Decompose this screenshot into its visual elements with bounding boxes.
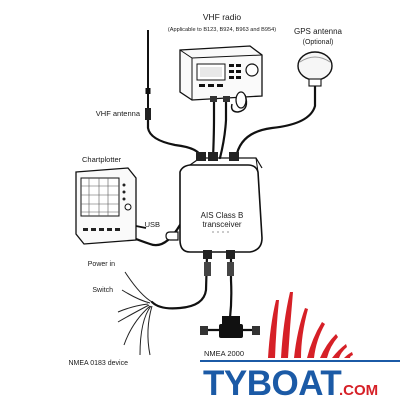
logo-sail-icon — [268, 292, 353, 358]
main-harness-cable — [150, 253, 209, 310]
gps-antenna-cable — [234, 78, 317, 160]
usb-label: USB — [145, 220, 160, 229]
chartplotter-grid — [81, 178, 119, 216]
logo-suffix: .COM — [339, 382, 378, 399]
ais-transceiver — [179, 157, 263, 253]
vhf-antenna — [145, 30, 151, 120]
nmea2000-drop-cable — [228, 253, 233, 320]
switch-label: Switch — [92, 287, 113, 294]
power-in-label: Power in — [88, 261, 115, 268]
chartplotter-bottom-buttons — [83, 228, 120, 231]
vhf-antenna-cable — [146, 116, 203, 160]
radio-mic-cord — [230, 94, 248, 113]
radio-buttons — [199, 64, 241, 87]
radio-cable-left — [211, 96, 216, 160]
chartplotter-side-buttons — [122, 183, 132, 211]
radio-knob — [245, 63, 259, 77]
nmea0183-label: NMEA 0183 device — [68, 360, 128, 367]
logo-underline — [200, 360, 400, 362]
transceiver-top-connectors — [196, 152, 239, 161]
radio-mic — [235, 91, 247, 109]
gps-antenna-note: (Optional) — [303, 39, 334, 46]
transceiver-dots — [212, 231, 229, 233]
nmea2000-label: NMEA 2000 — [204, 349, 244, 358]
vhf-radio-note: (Applicable to B123, B924, B963 and B954… — [168, 27, 276, 33]
logo-text: TYBOAT — [203, 364, 341, 400]
vhf-radio-label: VHF radio — [203, 12, 242, 22]
transceiver-label-line1: AIS Class B — [201, 211, 244, 220]
gps-antenna — [297, 51, 333, 87]
nmea2000-tpiece — [200, 316, 260, 338]
radio-cable-right — [218, 96, 228, 160]
gps-antenna-label: GPS antenna — [294, 27, 343, 36]
chartplotter — [75, 167, 147, 245]
transceiver-bottom-connectors — [203, 250, 235, 276]
transceiver-label-line2: transceiver — [202, 220, 241, 229]
chartplotter-label: Chartplotter — [82, 155, 122, 164]
vhf-antenna-label: VHF antenna — [96, 109, 141, 118]
usb-port — [165, 231, 179, 241]
harness-wires — [117, 271, 153, 356]
radio-connectors — [210, 96, 230, 102]
tyboat-logo: TYBOAT .COM — [200, 292, 400, 400]
vhf-radio — [179, 45, 263, 113]
